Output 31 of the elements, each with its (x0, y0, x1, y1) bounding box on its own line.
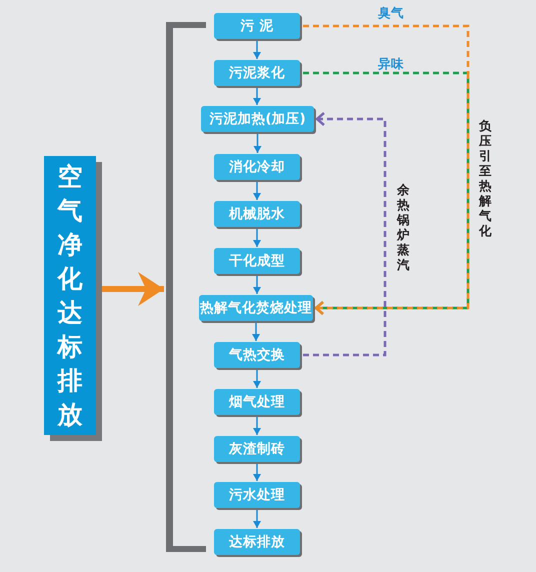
side-note: 负压引至热解气化 (479, 118, 492, 238)
process-box: 机械脱水 (214, 201, 300, 227)
arrow (253, 370, 261, 388)
edge-label: 臭气 (378, 5, 404, 22)
arrow (253, 464, 261, 481)
arrow (253, 510, 261, 528)
process-box: 消化冷却 (214, 154, 300, 180)
edge-label: 异味 (378, 56, 404, 73)
arrow (254, 134, 262, 153)
process-box: 干化成型 (214, 248, 300, 274)
process-box: 污 泥 (214, 13, 300, 39)
dashed-line (303, 24, 470, 73)
process-box: 热解气化焚烧处理 (199, 295, 313, 321)
edge-label: 余热锅炉蒸汽 (397, 182, 410, 272)
process-box: 污泥加热(加压) (201, 106, 314, 132)
dashed-arrow (303, 112, 386, 356)
arrow (253, 41, 261, 59)
arrow (102, 272, 164, 306)
side-box: 空气净化达标排放 (44, 156, 96, 435)
process-box: 气热交换 (214, 342, 300, 368)
process-box: 污水处理 (214, 482, 300, 508)
arrow (253, 276, 261, 294)
process-box: 灰渣制砖 (214, 436, 300, 462)
process-box: 烟气处理 (214, 389, 300, 415)
arrow (253, 182, 261, 200)
arrow (253, 229, 261, 247)
process-box: 达标排放 (214, 529, 300, 555)
arrow (252, 323, 260, 341)
process-box: 污泥浆化 (214, 60, 300, 86)
arrow (253, 88, 261, 105)
arrow (253, 417, 261, 435)
